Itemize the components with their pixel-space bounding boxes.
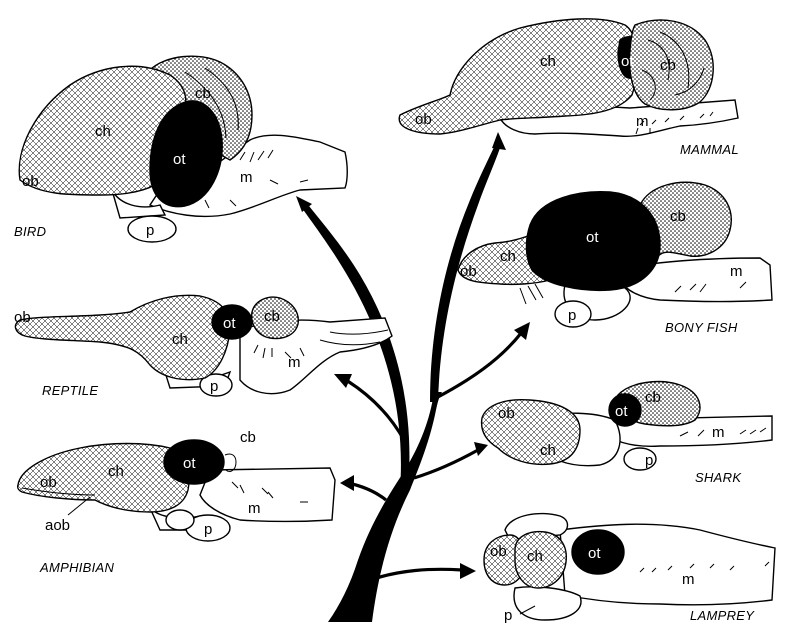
bird-label-ob: ob xyxy=(22,173,39,190)
mammal-label-ob: ob xyxy=(415,111,432,128)
lamprey-label-m: m xyxy=(682,571,695,588)
amphibian-label-aob: aob xyxy=(45,517,70,534)
reptile-label-cb: cb xyxy=(264,308,280,325)
mammal-brain: ob ch ot cb m MAMMAL xyxy=(399,19,739,157)
bird-species-name: BIRD xyxy=(14,224,46,239)
shark-label-ob: ob xyxy=(498,405,515,422)
arrowhead-shark xyxy=(474,442,488,456)
bony-fish-brain: ob ch ot cb m p BONY FISH xyxy=(458,182,772,335)
mammal-label-m: m xyxy=(636,113,649,130)
shark-cerebrum xyxy=(482,400,580,465)
amphibian-label-ch: ch xyxy=(108,463,124,480)
lamprey-species-name: LAMPREY xyxy=(690,608,755,623)
shark-label-ch: ch xyxy=(540,442,556,459)
arrowhead-mammal xyxy=(492,132,506,150)
bird-brain: ob ch ot cb m p BIRD xyxy=(14,56,347,242)
bony-fish-label-p: p xyxy=(568,307,576,324)
mammal-label-ch: ch xyxy=(540,53,556,70)
amphibian-label-m: m xyxy=(248,500,261,517)
mammal-species-name: MAMMAL xyxy=(680,142,739,157)
reptile-label-ch: ch xyxy=(172,331,188,348)
branch-lamprey xyxy=(370,569,462,580)
amphibian-label-ob: ob xyxy=(40,474,57,491)
bird-label-cb: cb xyxy=(195,85,211,102)
reptile-species-name: REPTILE xyxy=(42,383,98,398)
lamprey-label-ob: ob xyxy=(490,543,507,560)
amphibian-species-name: AMPHIBIAN xyxy=(39,560,115,575)
reptile-label-m: m xyxy=(288,354,301,371)
bony-fish-species-name: BONY FISH xyxy=(665,320,738,335)
shark-label-m: m xyxy=(712,424,725,441)
shark-species-name: SHARK xyxy=(695,470,742,485)
bird-label-p: p xyxy=(146,222,154,239)
branch-bony-fish xyxy=(436,332,522,398)
amphibian-label-cb: cb xyxy=(240,429,256,446)
reptile-label-p: p xyxy=(210,378,218,395)
lamprey-label-ch: ch xyxy=(527,548,543,565)
lamprey-brain: ob ch ot m p LAMPREY xyxy=(484,514,775,624)
amphibian-label-p: p xyxy=(204,521,212,538)
mammal-label-ot: ot xyxy=(621,53,634,70)
bony-fish-label-cb: cb xyxy=(670,208,686,225)
lamprey-hypothalamus xyxy=(514,587,581,620)
arrowhead-lamprey xyxy=(460,563,476,579)
bird-label-ch: ch xyxy=(95,123,111,140)
arrowhead-amphibian xyxy=(340,475,354,491)
reptile-label-ob: ob xyxy=(14,309,31,326)
shark-label-ot: ot xyxy=(615,403,628,420)
shark-label-p: p xyxy=(645,452,653,469)
shark-brain: ob ch ot cb m p SHARK xyxy=(482,382,772,485)
bird-label-ot: ot xyxy=(173,151,186,168)
bony-fish-label-ch: ch xyxy=(500,248,516,265)
bird-label-m: m xyxy=(240,169,253,186)
amphibian-brain: ob ch ot cb m p aob AMPHIBIAN xyxy=(18,429,335,575)
lamprey-label-ot: ot xyxy=(588,545,601,562)
mammal-label-cb: cb xyxy=(660,57,676,74)
amphibian-medulla xyxy=(200,468,335,522)
lamprey-label-p: p xyxy=(504,607,512,624)
reptile-cerebrum xyxy=(15,295,230,379)
shark-label-cb: cb xyxy=(645,389,661,406)
bony-fish-label-m: m xyxy=(730,263,743,280)
tree-trunk xyxy=(328,392,442,622)
amphibian-label-ot: ot xyxy=(183,455,196,472)
amphibian-cerebellum xyxy=(225,454,236,472)
bony-fish-label-ob: ob xyxy=(460,263,477,280)
reptile-label-ot: ot xyxy=(223,315,236,332)
amphibian-hypothalamus xyxy=(166,510,194,530)
bony-fish-optic-nerve xyxy=(520,284,543,304)
reptile-brain: ob ch ot cb m p REPTILE xyxy=(14,295,392,398)
bony-fish-label-ot: ot xyxy=(586,229,599,246)
